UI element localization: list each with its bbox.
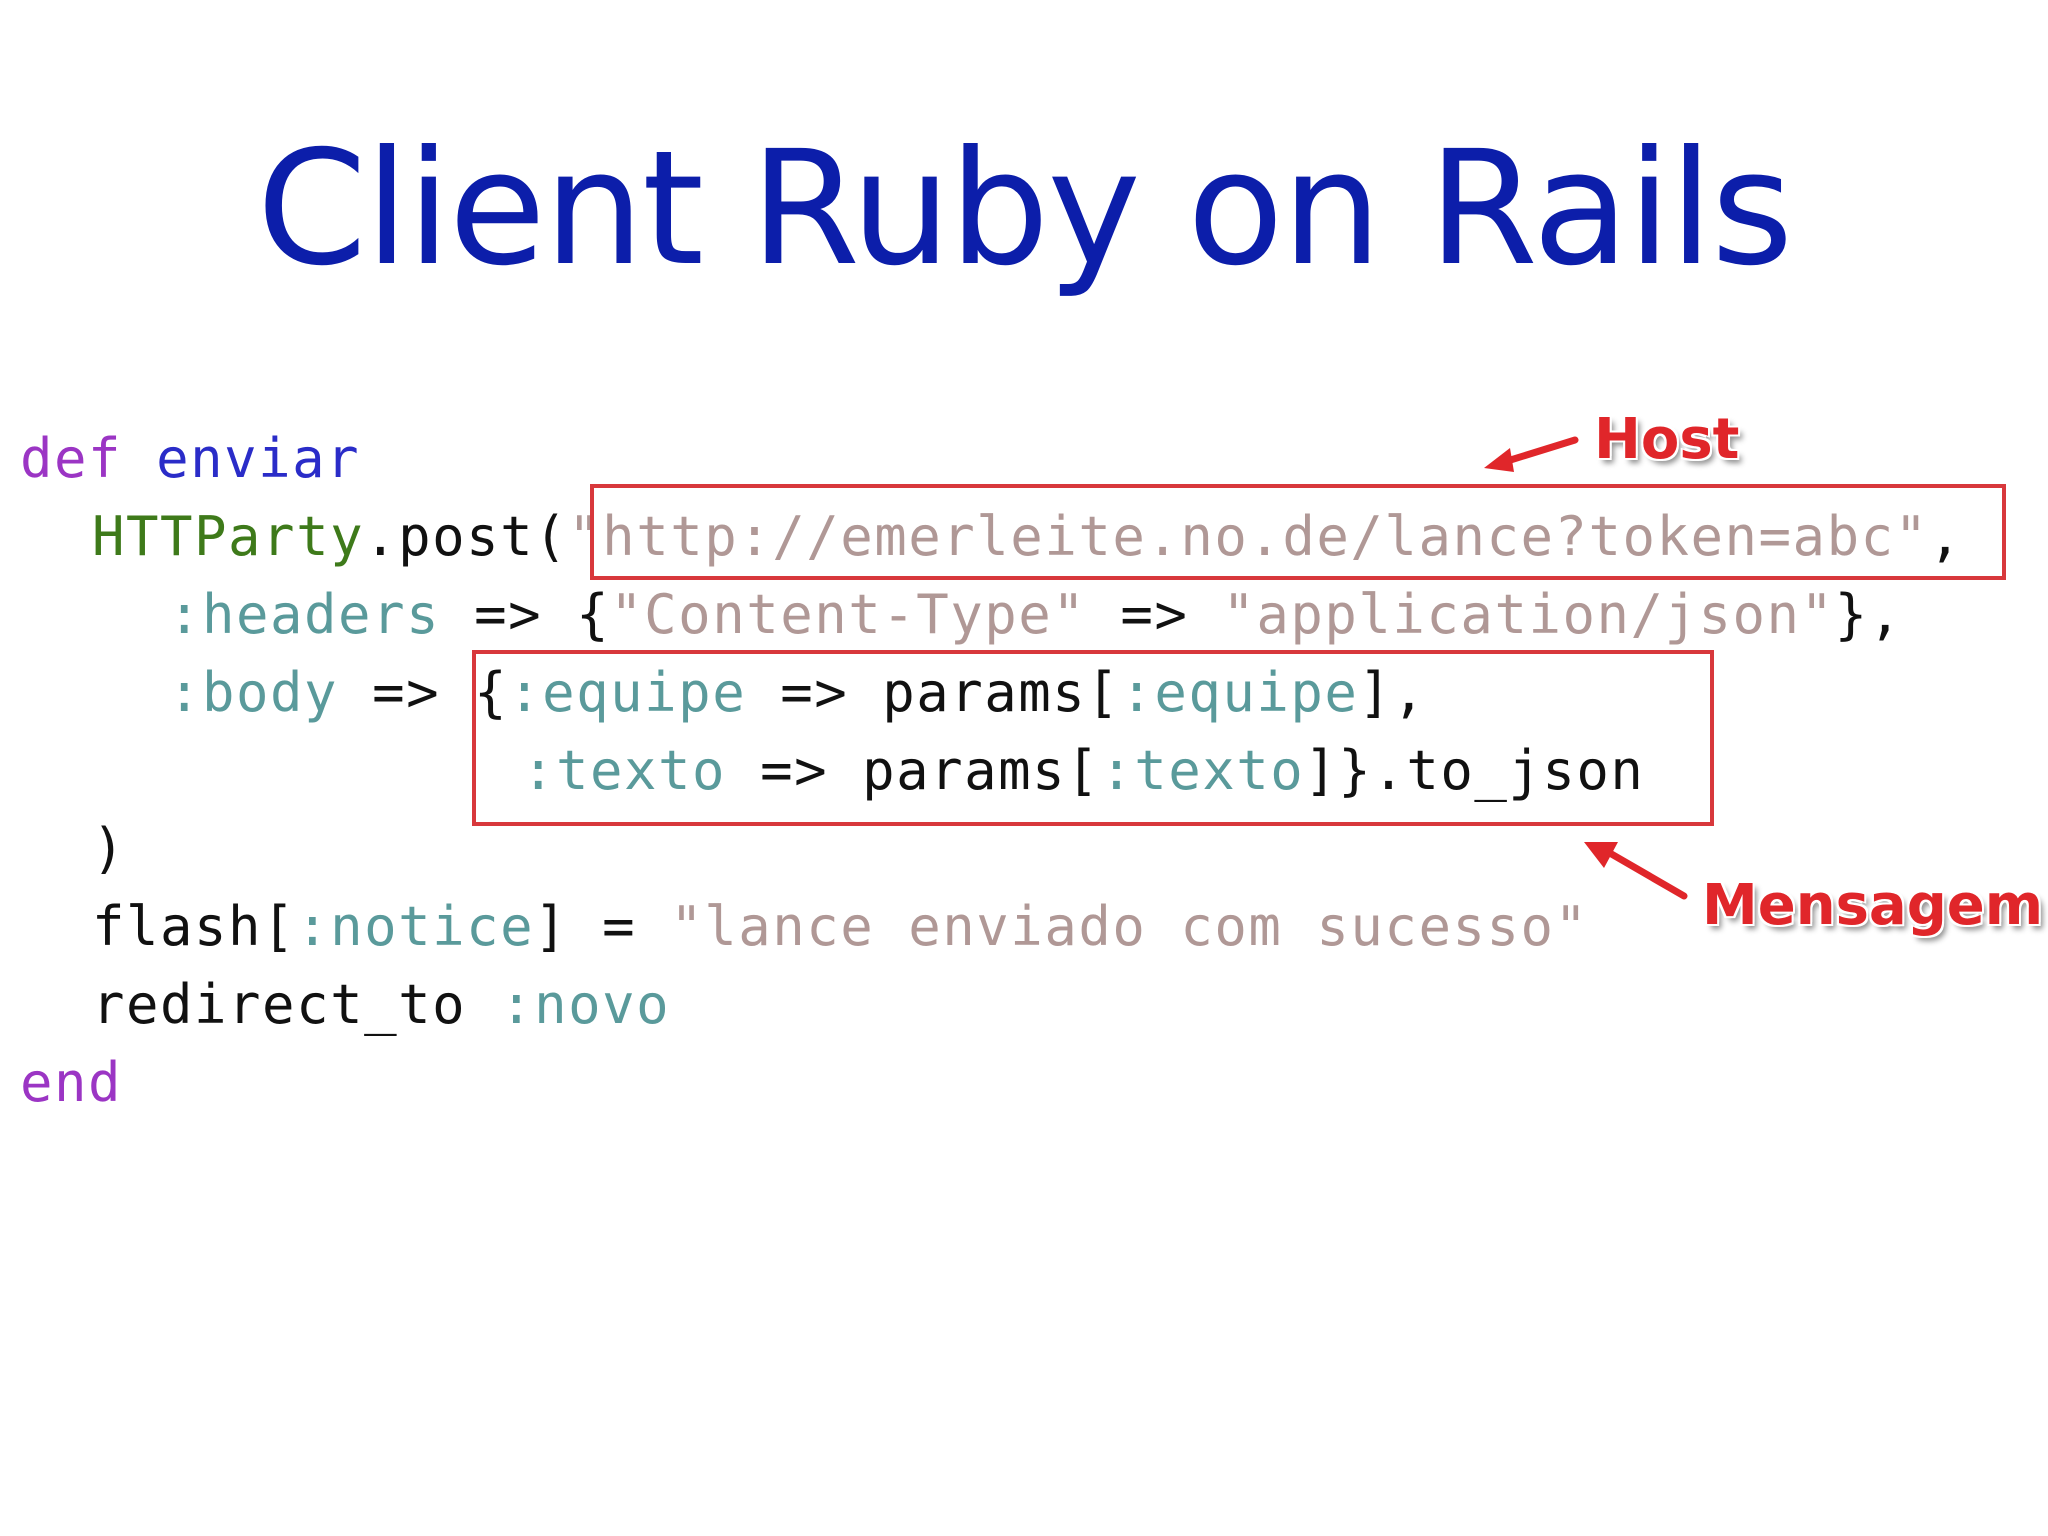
host-annotation: Host [1594,407,1740,472]
code-line-post: HTTParty.post("http://emerleite.no.de/la… [92,505,1963,568]
code-line-redirect: redirect_to :novo [92,973,671,1036]
class-name: HTTParty [92,505,365,568]
code-line-texto: :texto => params[:texto]}.to_json [522,739,1645,802]
slide-title: Client Ruby on Rails [256,117,1794,301]
mensagem-arrow-icon [1584,842,1688,900]
message-highlight-box [472,650,1714,826]
code-line-flash: flash[:notice] = "lance enviado com suce… [92,895,1589,958]
method-name: enviar [156,427,361,490]
code-line-end: end [20,1051,123,1114]
code-line-def: def enviar [20,420,360,498]
code-line-headers: :headers => {"Content-Type" => "applicat… [168,583,1903,646]
code-line-body: :body => {:equipe => params[:equipe], [168,661,1427,724]
host-url-string: "http://emerleite.no.de/lance?token=abc" [568,505,1929,568]
code-line-close-paren: ) [92,817,127,880]
host-highlight-box [590,484,2006,580]
host-arrow-icon [1484,436,1579,472]
mensagem-annotation: Mensagem [1702,873,2044,938]
keyword-def: def [20,427,123,490]
